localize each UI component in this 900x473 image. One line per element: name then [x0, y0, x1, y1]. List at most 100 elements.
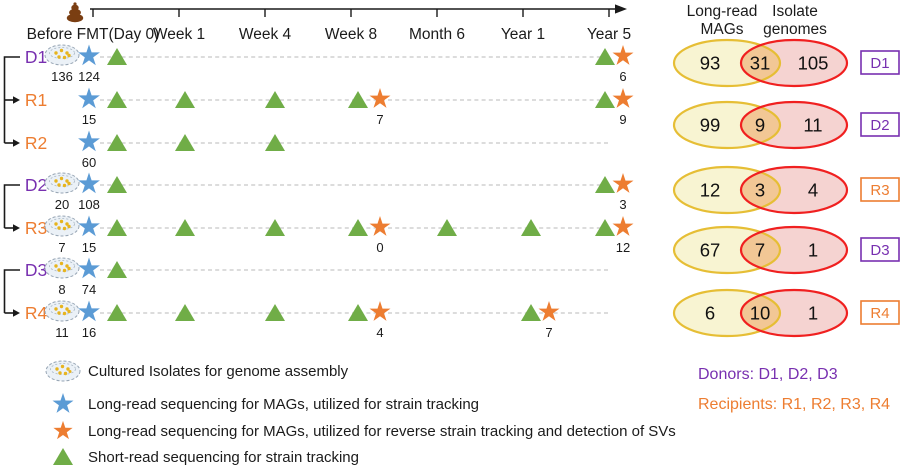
- venn-right-outline-D2: [739, 100, 849, 150]
- colony-dot: [65, 179, 69, 183]
- green-triangle-icon: [595, 91, 615, 108]
- green-triangle-icon: [265, 219, 285, 236]
- venn-subject-box-D2: [860, 112, 900, 137]
- marker-count: 6: [619, 69, 626, 84]
- venn-right-outline-R3: [739, 165, 849, 215]
- petri-dish-icon: [44, 172, 80, 194]
- legend-item-blue-star: Long-read sequencing for MAGs, utilized …: [40, 392, 479, 416]
- green-triangle-icon: [437, 219, 457, 236]
- venn-left-count-D1: 93: [700, 53, 721, 74]
- row-label-R3: R3: [25, 218, 47, 238]
- venn-left-outline-R4: [672, 288, 782, 338]
- blue-star-icon: [78, 257, 100, 279]
- marker-count: 12: [616, 240, 630, 255]
- green-triangle-icon: [595, 219, 615, 236]
- venn-header-mags: MAGs: [700, 21, 743, 38]
- colony-dot: [59, 219, 64, 224]
- blue-star-icon: [78, 215, 100, 237]
- green-triangle-icon: [175, 304, 195, 321]
- legend-item-cultured-isolates: Cultured Isolates for genome assembly: [40, 358, 348, 384]
- blue-star-icon: [78, 130, 100, 152]
- donor-bracket-D2: [3, 184, 20, 228]
- petri-dish-icon: [44, 300, 80, 322]
- legend-label: Long-read sequencing for MAGs, utilized …: [88, 395, 480, 413]
- petri-dish-outline: [44, 172, 80, 194]
- row-label-R4: R4: [25, 303, 48, 323]
- green-triangle-icon: [265, 134, 285, 151]
- blue-star-icon: [78, 87, 100, 109]
- colony-dot: [59, 304, 64, 309]
- recipients-list-label: Recipients: R1, R2, R3, R4: [698, 396, 891, 413]
- venn-subject-label-R4: R4: [870, 305, 889, 322]
- axis-arrowhead: [615, 4, 627, 14]
- venn-header-genomes: genomes: [763, 21, 827, 38]
- petri-dish-outline: [44, 215, 80, 237]
- venn-header-isolate: Isolate: [772, 3, 818, 20]
- axis-label-year5: Year 5: [587, 26, 631, 43]
- venn-right-count-D1: 105: [798, 53, 829, 74]
- venn-left-count-R3: 12: [700, 180, 721, 201]
- colony-dot: [67, 53, 71, 58]
- orange-star-icon: [538, 301, 560, 321]
- petri-dish-outline: [44, 300, 80, 322]
- green-triangle-icon: [595, 176, 615, 193]
- venn-right-count-D3: 1: [808, 240, 818, 261]
- marker-count: 124: [78, 69, 100, 84]
- poop-tip: [73, 2, 77, 6]
- green-triangle-icon: [175, 134, 195, 151]
- petri-dish-icon: [44, 215, 80, 237]
- venn-right-outline-D1: [739, 38, 849, 88]
- legend-item-orange-star: Long-read sequencing for MAGs, utilized …: [40, 420, 676, 442]
- colony-dot: [62, 268, 67, 273]
- green-triangle-icon: [107, 304, 127, 321]
- donors-list-label: Donors: D1, D2, D3: [698, 366, 838, 383]
- venn-overlap-fill-R3: [741, 167, 780, 213]
- axis-label-week1: Week 1: [153, 26, 205, 43]
- orange-star-icon: [612, 45, 634, 65]
- green-triangle-icon: [40, 447, 86, 467]
- bracket-arrowhead-R4: [13, 309, 20, 317]
- venn-subject-box-R4: [860, 300, 900, 325]
- legend-label: Long-read sequencing for MAGs, utilized …: [88, 422, 676, 440]
- row-label-D1: D1: [25, 47, 47, 67]
- marker-count: 7: [58, 240, 65, 255]
- marker-count: 136: [51, 69, 73, 84]
- donor-bracket-D3: [3, 269, 20, 313]
- colony-dot: [65, 222, 69, 226]
- green-triangle-icon: [175, 91, 195, 108]
- green-triangle-icon: [348, 219, 368, 236]
- venn-right-outline-D3: [739, 225, 849, 275]
- axis-label-day0: Before FMT(Day 0): [27, 26, 160, 43]
- axis-label-month6: Month 6: [409, 26, 465, 43]
- venn-subject-label-D1: D1: [870, 55, 889, 72]
- colony-dot: [65, 264, 69, 268]
- colony-dot: [54, 307, 58, 311]
- venn-subject-box-R3: [860, 177, 900, 202]
- orange-star-icon: [369, 301, 391, 321]
- venn-subject-box-D1: [860, 50, 900, 75]
- colony-dot: [67, 181, 71, 186]
- axis-label-year1: Year 1: [501, 26, 545, 43]
- venn-left-count-D2: 99: [700, 115, 721, 136]
- venn-overlap-count-D1: 31: [750, 53, 771, 74]
- row-label-R2: R2: [25, 133, 47, 153]
- row-label-D2: D2: [25, 175, 47, 195]
- venn-right-count-R3: 4: [808, 180, 818, 201]
- colony-dot: [57, 226, 61, 230]
- marker-count: 15: [82, 240, 96, 255]
- colony-dot: [57, 183, 61, 187]
- venn-right-count-R4: 1: [808, 303, 818, 324]
- marker-count: 74: [82, 282, 96, 297]
- marker-count: 0: [376, 240, 383, 255]
- poop-base: [66, 13, 84, 23]
- petri-dish-rim: [49, 47, 75, 59]
- venn-overlap-fill-D3: [741, 227, 780, 273]
- colony-dot: [59, 261, 64, 266]
- venn-subject-label-D3: D3: [870, 242, 889, 259]
- venn-overlap-count-R3: 3: [755, 180, 765, 201]
- venn-right-count-D2: 11: [803, 115, 822, 136]
- orange-star-icon: [612, 173, 634, 193]
- poop-icon: [66, 2, 84, 23]
- green-triangle-icon: [265, 304, 285, 321]
- blue-star-icon: [78, 172, 100, 194]
